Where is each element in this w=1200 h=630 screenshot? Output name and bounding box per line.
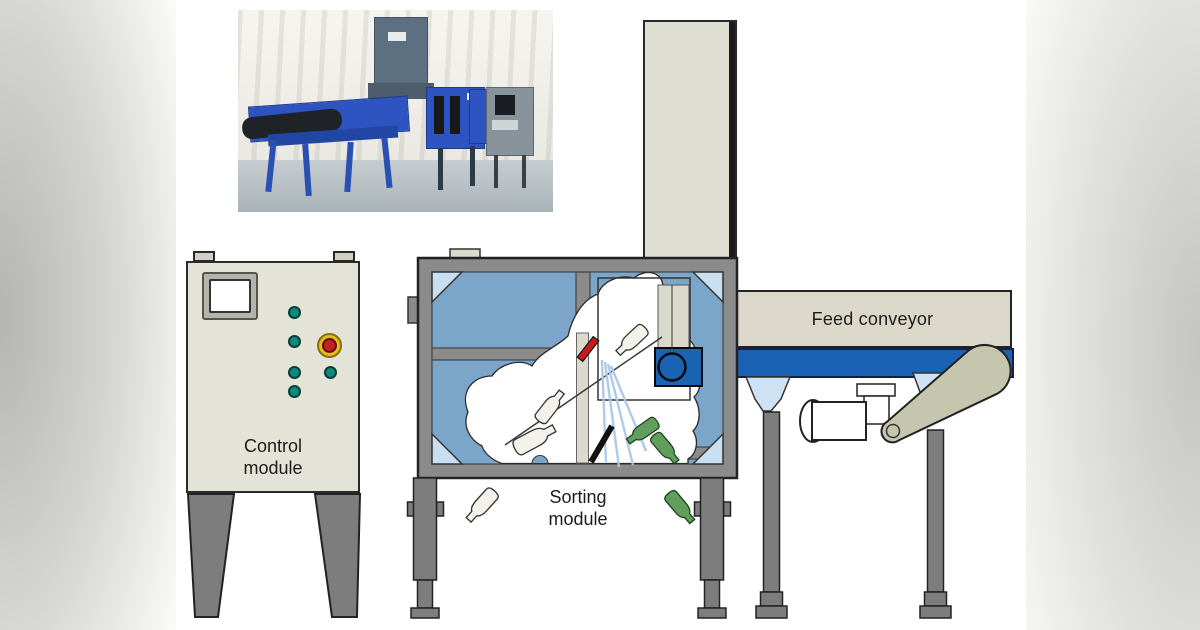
conveyor-legs [755, 411, 952, 619]
feed-conveyor-housing: Feed conveyor [733, 290, 1012, 348]
trajectory-line [504, 336, 663, 446]
tower-shadow-edge [729, 22, 735, 258]
photo-control-cabinet [486, 87, 534, 156]
sorting-module-label: Sorting module [548, 487, 608, 529]
control-module-body: Control module [186, 261, 360, 493]
hopper-tower [643, 20, 737, 260]
clear-bottle-falling [462, 485, 501, 526]
discharge-funnel [744, 376, 792, 412]
control-screen-display [209, 279, 251, 313]
ejector-nozzle [576, 335, 600, 363]
leg-shaft [703, 579, 721, 609]
panel-button [288, 366, 301, 379]
photo-tall-cabinet-label [388, 32, 406, 41]
panel-button [288, 385, 301, 398]
interior-divider [576, 332, 589, 464]
reject-flap [588, 424, 615, 464]
control-module-label: Control module [243, 436, 303, 478]
leg-collar [923, 591, 948, 607]
leg-post [762, 411, 781, 593]
photo-machine-leg [438, 148, 443, 190]
corner-gussets [431, 271, 724, 465]
leg-shaft [416, 579, 434, 609]
leg-foot [755, 605, 788, 619]
control-leg-left [186, 493, 236, 618]
green-bottle-falling [662, 488, 699, 527]
camera-box [654, 347, 703, 387]
chute-notch [531, 455, 549, 464]
photo-cabinet-screen [495, 95, 515, 115]
arm-pivot [885, 423, 901, 439]
control-module-legs [186, 493, 362, 618]
sorting-module [406, 248, 739, 619]
drive-motor [799, 383, 896, 443]
leg-post [699, 477, 725, 581]
photo-cabinet-label [492, 120, 518, 130]
photo-machine-slot [450, 96, 460, 134]
photo-floor [238, 160, 553, 212]
leg-foot [410, 607, 440, 619]
camera-lens-icon [657, 352, 687, 382]
emergency-stop-button [317, 333, 342, 358]
leg-foot [697, 607, 727, 619]
leg-collar [759, 591, 784, 607]
feed-conveyor-parts [744, 343, 1012, 619]
photo-tall-cabinet-base [368, 83, 434, 99]
tensioner-arm [880, 343, 1012, 444]
photo-tall-cabinet [374, 17, 428, 86]
sorting-module-legs [406, 477, 732, 619]
photo-machine-leg [470, 146, 475, 186]
photo-cabinet-leg [522, 155, 526, 188]
control-module: Control module [186, 250, 362, 618]
feed-conveyor-label: Feed conveyor [811, 308, 934, 329]
leg-adjuster [722, 501, 732, 517]
control-screen [202, 272, 258, 320]
panel-button [288, 306, 301, 319]
emergency-stop-red-cap [322, 338, 337, 353]
leg-post [412, 477, 438, 581]
photo-machine-slot [434, 96, 444, 134]
inspection-chamber [597, 277, 691, 401]
panel-button [324, 366, 337, 379]
panel-button [288, 335, 301, 348]
leg-adjuster [435, 501, 445, 517]
control-leg-right [313, 493, 362, 618]
photo-cabinet-leg [494, 155, 498, 188]
machine-drawing [406, 248, 1012, 619]
right-margin-gradient [1026, 0, 1200, 630]
product-photo [238, 10, 553, 212]
chamber-panel [657, 284, 690, 350]
leg-foot [919, 605, 952, 619]
leg-post [926, 429, 945, 593]
left-margin-gradient [0, 0, 176, 630]
photo-blue-panel [469, 89, 488, 144]
